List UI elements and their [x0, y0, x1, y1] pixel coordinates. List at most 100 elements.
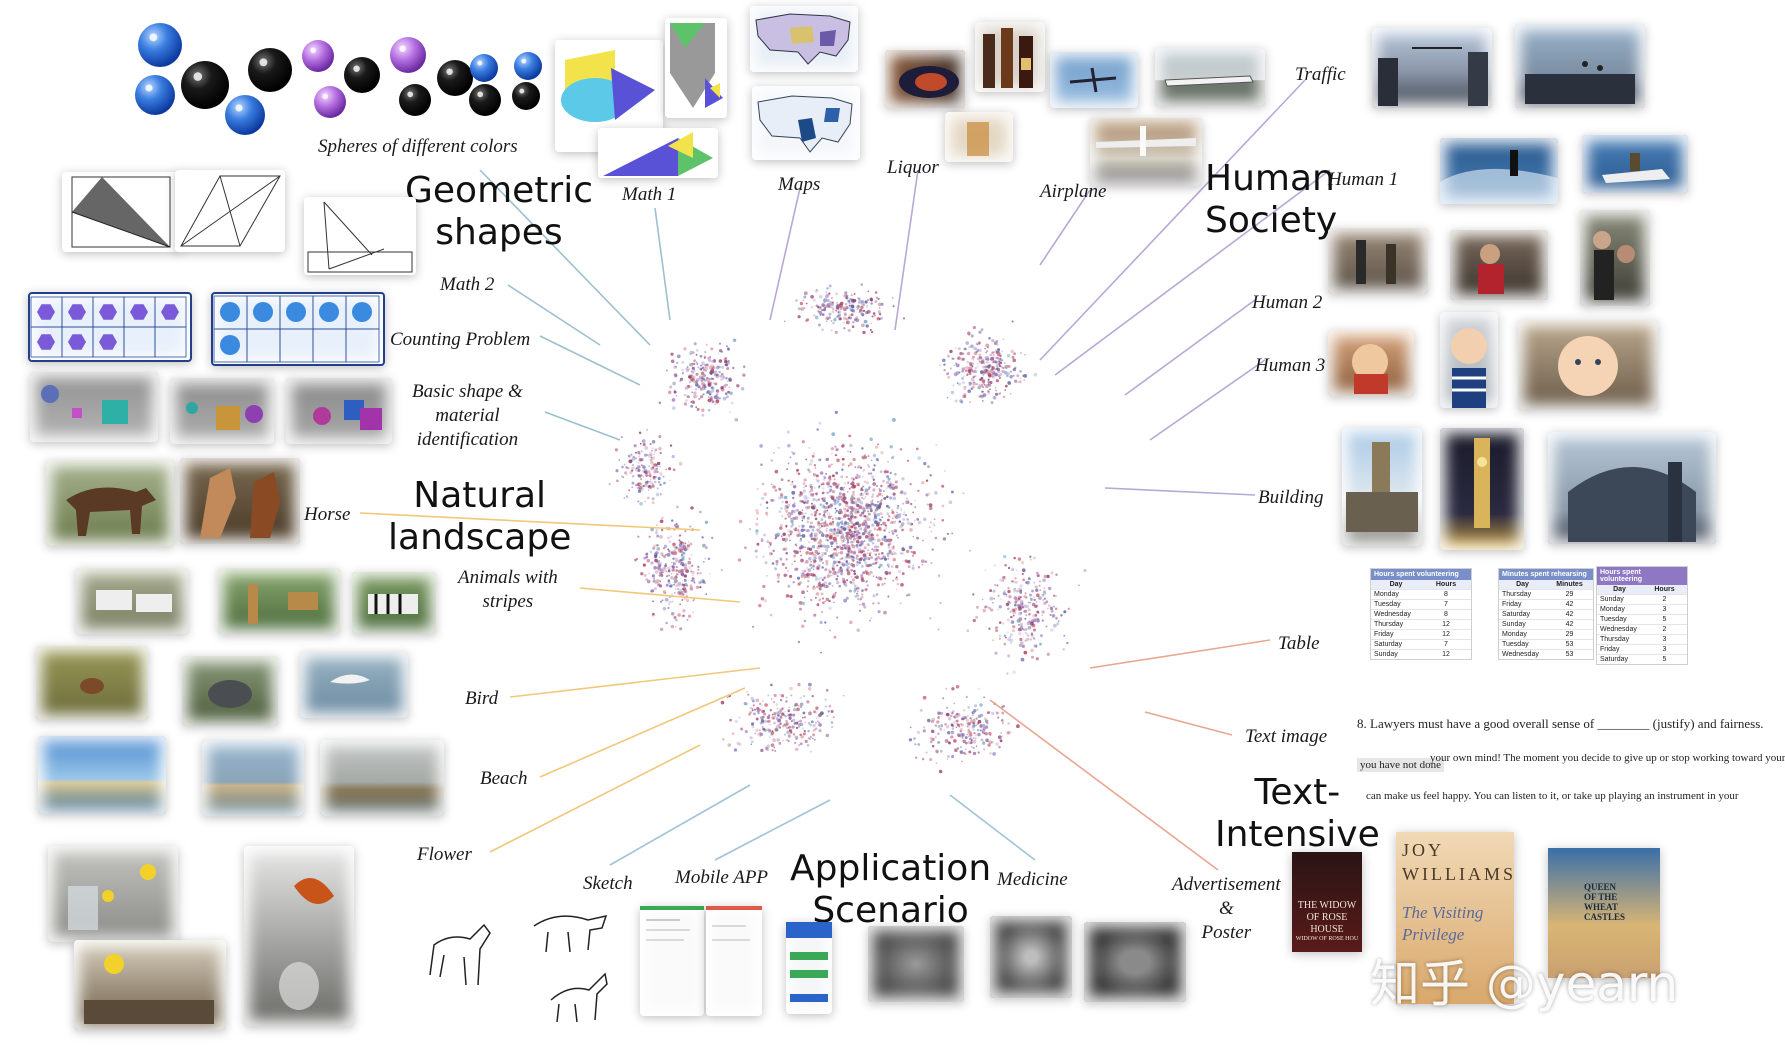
embedding-point: [973, 381, 975, 384]
embedding-point: [668, 479, 671, 482]
embedding-point: [846, 566, 850, 570]
embedding-point: [831, 490, 835, 494]
embedding-point: [848, 487, 851, 490]
embedding-point: [799, 702, 804, 707]
embedding-point: [790, 694, 793, 697]
embedding-point: [1019, 352, 1022, 355]
embedding-point: [838, 508, 843, 513]
embedding-point: [968, 738, 971, 740]
embedding-point: [776, 573, 781, 577]
embedding-point: [976, 708, 979, 711]
embedding-point: [674, 574, 678, 578]
embedding-point: [845, 542, 848, 545]
embedding-point: [707, 380, 709, 383]
embedding-point: [984, 347, 986, 350]
embedding-point: [649, 443, 652, 446]
embedding-point: [994, 356, 998, 360]
embedding-point: [704, 350, 707, 354]
embedding-point: [817, 521, 820, 524]
embedding-point: [828, 312, 832, 316]
embedding-point: [801, 519, 804, 522]
embedding-point: [841, 468, 844, 471]
embedding-point: [1033, 581, 1036, 584]
embedding-point: [910, 502, 913, 506]
embedding-point: [856, 497, 861, 501]
embedding-point: [833, 601, 835, 604]
embedding-point: [984, 384, 989, 389]
table-cell-day: Wednesday: [1374, 611, 1411, 618]
embedding-point: [773, 715, 777, 718]
embedding-point: [930, 720, 934, 724]
embedding-point: [944, 739, 949, 743]
embedding-point: [980, 738, 984, 742]
embedding-point: [843, 327, 846, 330]
embedding-point: [787, 569, 790, 572]
embedding-point: [991, 601, 994, 604]
embedding-point: [866, 543, 870, 546]
embedding-point: [850, 540, 854, 544]
embedding-point: [1083, 568, 1087, 573]
embedding-point: [843, 458, 845, 461]
embedding-point: [651, 449, 653, 452]
embedding-point: [1005, 602, 1010, 607]
embedding-point: [829, 506, 833, 510]
label-medicine: Medicine: [997, 869, 1068, 890]
embedding-point: [623, 497, 626, 499]
embedding-point: [877, 297, 880, 301]
embedding-point: [659, 580, 662, 583]
embedding-point: [684, 582, 688, 587]
embedding-point: [856, 561, 859, 564]
embedding-point: [810, 736, 812, 738]
embedding-point: [844, 545, 847, 548]
embedding-point: [822, 478, 826, 481]
embedding-point: [946, 758, 949, 760]
embedding-point: [820, 576, 822, 579]
embedding-point: [700, 371, 705, 376]
embedding-point: [990, 356, 995, 361]
sphere: [399, 84, 431, 116]
embedding-point: [810, 552, 814, 556]
embedding-point: [710, 389, 715, 393]
embedding-point: [921, 757, 925, 761]
embedding-point: [912, 551, 916, 555]
embedding-point: [1013, 379, 1018, 383]
embedding-point: [914, 499, 916, 502]
embedding-point: [811, 493, 815, 497]
embedding-point: [799, 607, 802, 611]
embedding-point: [1042, 599, 1045, 601]
embedding-point: [980, 360, 984, 365]
embedding-point: [794, 735, 799, 740]
embedding-point: [922, 695, 927, 700]
embedding-point: [702, 560, 705, 563]
embedding-point: [899, 602, 902, 605]
embedding-point: [877, 552, 881, 556]
embedding-point: [707, 383, 712, 387]
embedding-point: [1029, 638, 1032, 641]
embedding-point: [881, 494, 884, 497]
embedding-point: [909, 726, 912, 729]
embedding-point: [851, 581, 855, 585]
embedding-point: [801, 534, 806, 538]
bird-image-2: [182, 656, 278, 726]
embedding-point: [753, 712, 756, 716]
embedding-point: [878, 566, 881, 569]
embedding-point: [1010, 615, 1013, 619]
embedding-point: [757, 711, 760, 715]
embedding-point: [1011, 320, 1014, 323]
embedding-point: [797, 743, 801, 747]
embedding-point: [962, 492, 965, 495]
embedding-point: [997, 392, 1000, 396]
embedding-point: [891, 456, 894, 460]
embedding-point: [1005, 595, 1008, 598]
embedding-point: [679, 540, 683, 545]
embedding-point: [690, 506, 694, 510]
embedding-point: [669, 385, 673, 389]
embedding-point: [835, 292, 838, 295]
embedding-point: [869, 551, 872, 555]
embedding-point: [857, 586, 860, 590]
embedding-point: [787, 529, 791, 533]
table-cell-value: 8: [1444, 591, 1448, 598]
embedding-point: [640, 478, 643, 481]
